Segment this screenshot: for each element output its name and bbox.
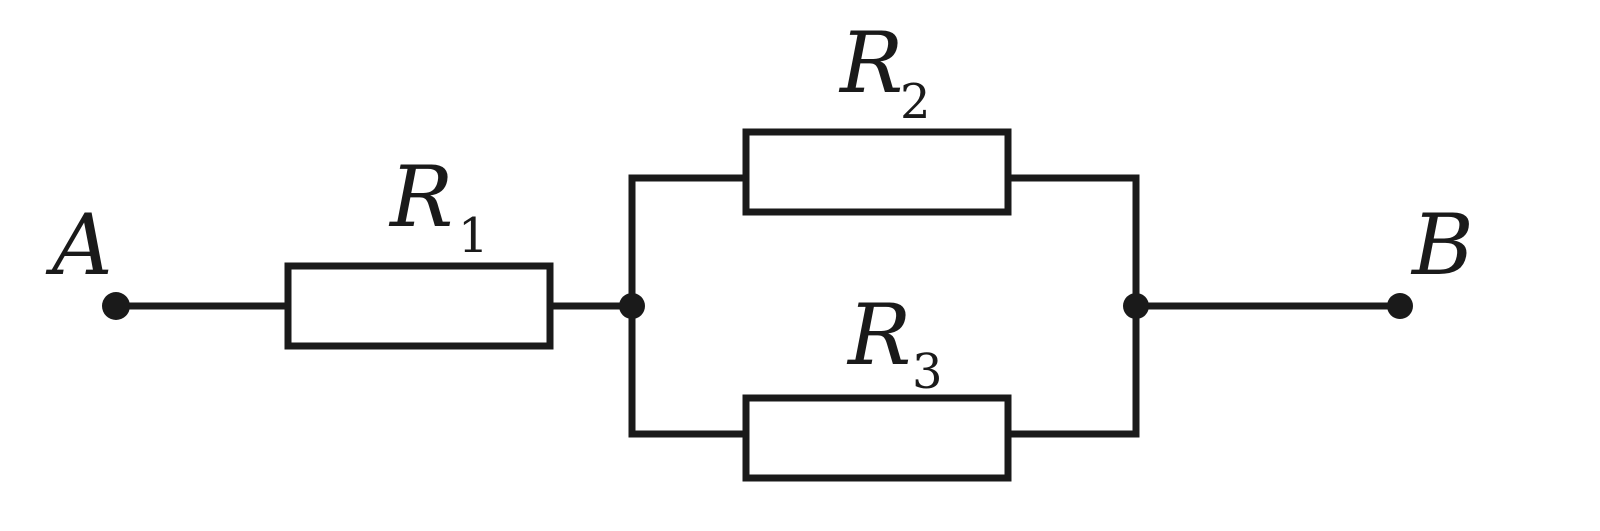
r2-subscript: 2 xyxy=(900,74,931,130)
terminal-a-label: A xyxy=(45,196,113,294)
r3-subscript: 3 xyxy=(912,344,943,400)
terminal-b-node xyxy=(1387,293,1413,319)
r1-letter: R xyxy=(388,148,453,246)
r1-label: R 1 xyxy=(388,148,489,264)
r2-letter: R xyxy=(838,14,903,112)
r3-letter: R xyxy=(846,286,911,384)
terminal-b-label: B xyxy=(1410,196,1474,294)
junction-right-node xyxy=(1123,293,1149,319)
terminal-a-node xyxy=(102,292,130,320)
r2-label: R 2 xyxy=(838,14,931,130)
resistor-r2 xyxy=(742,128,1012,216)
resistor-r3 xyxy=(742,394,1012,482)
junction-left-node xyxy=(619,293,645,319)
r1-subscript: 1 xyxy=(458,208,489,264)
resistor-r1 xyxy=(284,262,554,350)
r3-label: R 3 xyxy=(846,286,943,400)
